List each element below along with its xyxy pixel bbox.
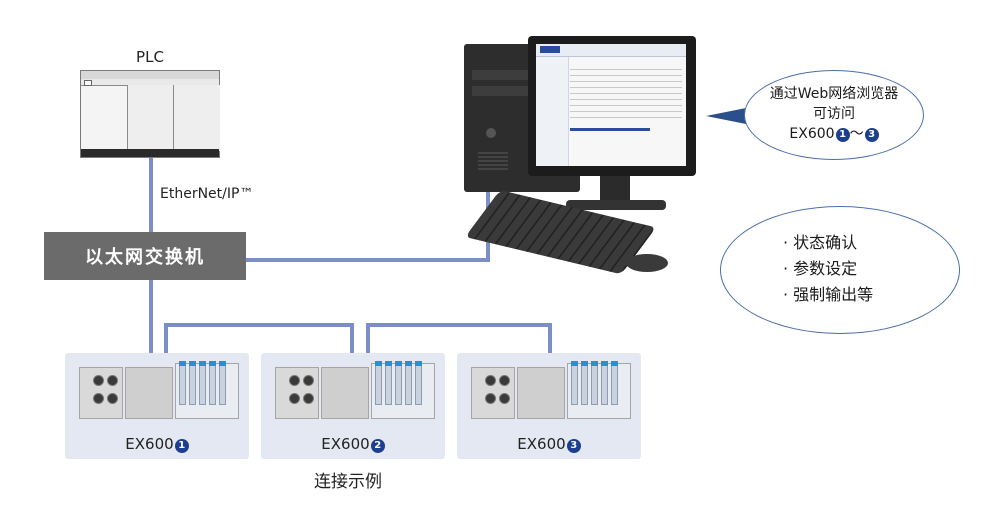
callout-line-1: 通过Web网络浏览器	[769, 86, 899, 102]
ethernet-switch: 以太网交换机	[44, 232, 246, 280]
web-browser-screen	[536, 44, 686, 166]
pc-monitor	[528, 36, 696, 176]
module1-module2-link	[164, 323, 354, 327]
badge-1: 1	[835, 128, 850, 142]
badge-3: 3	[566, 439, 581, 453]
badge-2: 2	[370, 439, 385, 453]
badge-3: 3	[864, 128, 879, 142]
mouse	[626, 254, 668, 272]
ex600-device-image	[79, 361, 239, 427]
feature-output: · 强制输出等	[783, 285, 874, 304]
plc-switch-link	[149, 158, 153, 232]
callout-line-2: 可访问	[813, 106, 855, 122]
ex600-device-image	[275, 361, 435, 427]
feature-params: · 参数设定	[783, 259, 858, 278]
badge-1: 1	[174, 439, 189, 453]
callout-tail	[706, 108, 746, 124]
ex600-device-image	[471, 361, 631, 427]
module2-module3-link	[366, 323, 552, 327]
plc-unit	[80, 70, 220, 158]
feature-status: · 状态确认	[783, 233, 858, 252]
switch-pc-link-h	[246, 258, 490, 262]
network-label: EtherNet/IP™	[160, 186, 254, 202]
plc-label: PLC	[136, 48, 164, 66]
diagram-caption: 连接示例	[314, 472, 382, 492]
features-callout: · 状态确认 · 参数设定 · 强制输出等	[720, 206, 960, 334]
switch-module1-link	[149, 280, 153, 353]
switch-label: 以太网交换机	[85, 247, 205, 268]
